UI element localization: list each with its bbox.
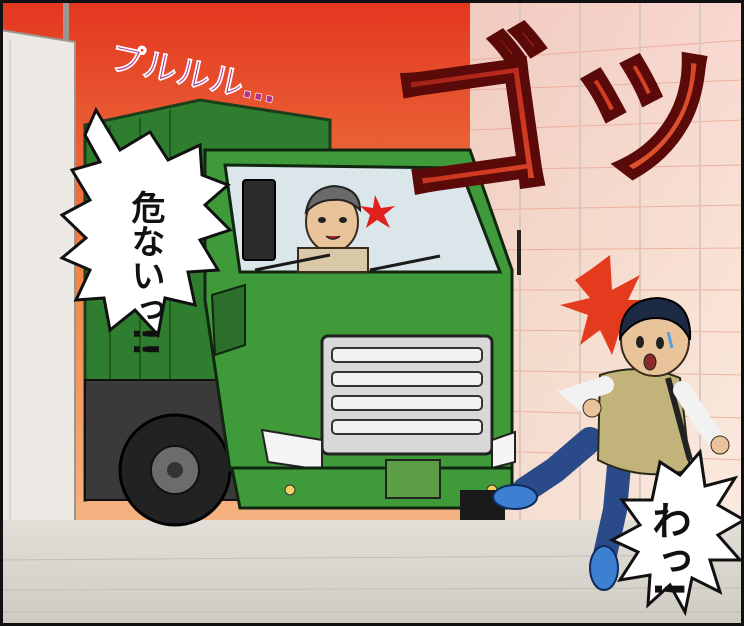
building-left (0, 0, 76, 550)
truck-headlight-right (491, 430, 516, 470)
boy (492, 255, 730, 591)
speech-text-driver: 危ないっ!! (125, 190, 165, 357)
shoe-left (492, 484, 538, 510)
truck-wipers (254, 253, 441, 272)
truck-mirror (242, 179, 276, 261)
truck-windshield (223, 163, 503, 274)
road-texture (0, 554, 744, 613)
speech-text-boy: わっ! (645, 500, 691, 598)
speech-bubble-driver: 危ないっ!! (59, 106, 233, 357)
anger-mark-icon (360, 195, 395, 228)
speech-bubble-boy: わっ! (608, 448, 744, 617)
license-plate (385, 459, 441, 499)
shoe-right (589, 545, 619, 591)
truck-grille (320, 334, 494, 456)
